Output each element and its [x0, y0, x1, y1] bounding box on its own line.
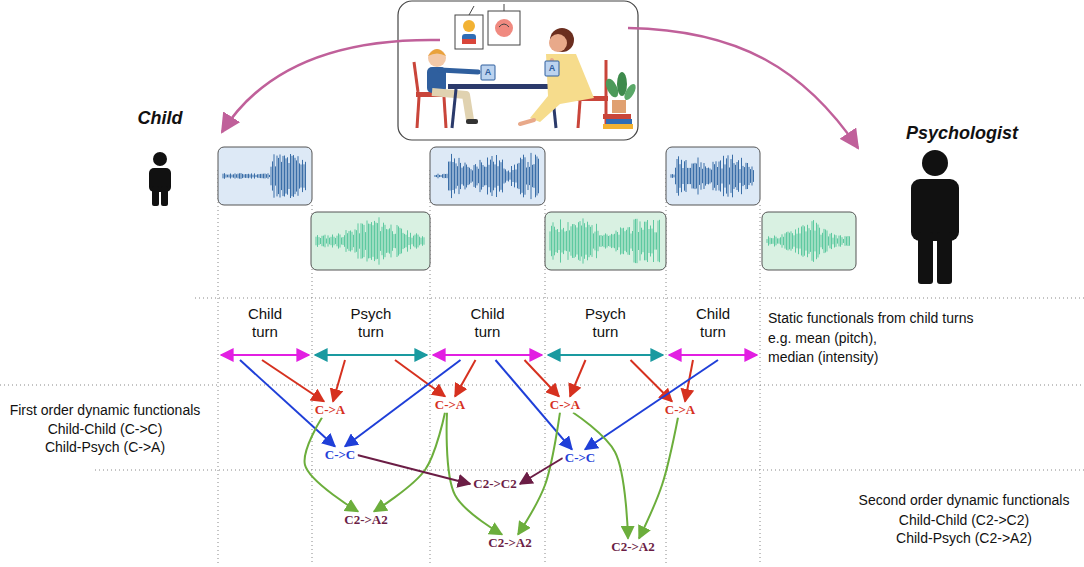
- connector-arrow: [447, 412, 502, 534]
- functional-label: C->A: [315, 403, 346, 418]
- audio-box: [666, 147, 760, 205]
- functional-label: C->A: [665, 403, 696, 418]
- functional-label: C->C: [565, 451, 596, 466]
- audio-box: [545, 212, 666, 270]
- session-illustration: [398, 1, 638, 140]
- child-child-functional: C->C: [323, 448, 358, 463]
- connector-arrow: [573, 412, 628, 538]
- pointer-arrow: [222, 40, 440, 132]
- psych-turn: Psych turn: [545, 302, 666, 360]
- functional-label: C->A: [550, 398, 581, 413]
- connector-arrow: [305, 417, 358, 511]
- audio-box: [762, 212, 856, 270]
- turn-label: Child turn: [682, 305, 744, 341]
- psychologist-icon: [911, 150, 959, 284]
- child-child-functional: C->C: [563, 451, 598, 466]
- child-adult-functional: C->A: [548, 398, 583, 413]
- connector-arrow: [333, 360, 345, 402]
- turn-label: Child turn: [457, 305, 519, 341]
- connector-arrow: [585, 360, 718, 450]
- turn-label: Child turn: [234, 305, 296, 341]
- audio-box: [218, 147, 312, 205]
- child-turn: Child turn: [430, 302, 545, 360]
- child-adult-functional: C->A: [313, 403, 348, 418]
- psych-turn: Psych turn: [312, 302, 430, 360]
- waveform: [767, 220, 850, 262]
- functional-label: C2->A2: [611, 540, 655, 555]
- connector-arrow: [357, 455, 470, 484]
- functional-label: C2->A2: [344, 513, 388, 528]
- connector-arrow: [455, 360, 476, 397]
- waveform: [550, 218, 660, 263]
- card-letter: A: [485, 67, 492, 77]
- waveform: [223, 154, 306, 198]
- connector-arrow: [570, 360, 586, 397]
- speaker-label: Child: [138, 108, 183, 129]
- speaker-label: Psychologist: [906, 123, 1018, 144]
- connector-arrow: [639, 417, 678, 538]
- annotation: Static functionals from child turns: [768, 310, 973, 326]
- card-letter: A: [549, 63, 556, 73]
- annotation: Child-Psych (C->A): [45, 439, 165, 455]
- second-order-child-child: C2->C2: [471, 477, 519, 492]
- functional-label: C->C: [325, 448, 356, 463]
- second-order-child-adult: C2->A2: [342, 513, 390, 528]
- child-adult-functional: C->A: [433, 398, 468, 413]
- second-order-child-adult: C2->A2: [486, 536, 534, 551]
- waveform: [435, 153, 539, 199]
- audio-box: [311, 212, 430, 270]
- turn-label: Psych turn: [340, 305, 402, 341]
- child-turn: Child turn: [666, 302, 760, 360]
- connector-arrow: [520, 458, 563, 484]
- dotted-grid: [0, 170, 1084, 565]
- turn-intervals: [221, 354, 757, 356]
- waveform: [316, 217, 424, 264]
- annotation: Child-Child (C2->C2): [899, 512, 1029, 528]
- annotation: Child-Child (C->C): [48, 421, 163, 437]
- waveforms: [218, 147, 856, 270]
- audio-box: [430, 147, 545, 205]
- child-icon: [149, 152, 171, 206]
- child-adult-functional: C->A: [663, 403, 698, 418]
- annotation: Second order dynamic functionals: [859, 492, 1070, 508]
- functional-label: C2->C2: [473, 477, 517, 492]
- functional-label: C2->A2: [488, 536, 532, 551]
- annotation: Child-Psych (C2->A2): [896, 530, 1032, 546]
- annotation: median (intensity): [768, 349, 879, 365]
- pointer-arrow: [628, 28, 858, 148]
- annotation: First order dynamic functionals: [10, 402, 201, 418]
- turn-label: Psych turn: [575, 305, 637, 341]
- waveform: [671, 155, 754, 198]
- functional-label: C->A: [435, 398, 466, 413]
- second-order-child-adult: C2->A2: [609, 540, 657, 555]
- connector-arrow: [262, 360, 324, 402]
- annotation: e.g. mean (pitch),: [768, 330, 877, 346]
- child-turn: Child turn: [218, 302, 312, 360]
- connector-arrow: [525, 360, 560, 397]
